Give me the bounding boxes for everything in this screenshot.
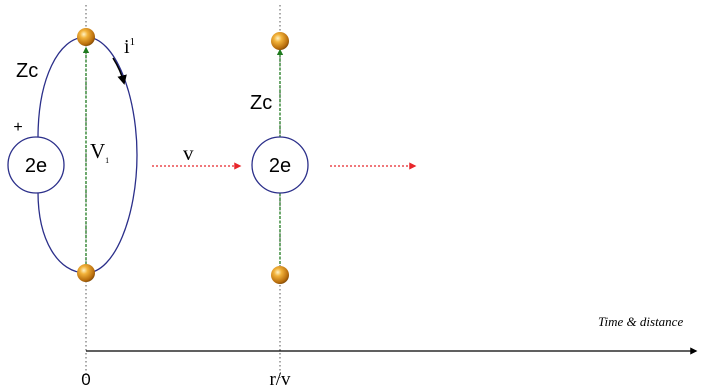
zc-left-label: Zc xyxy=(16,60,38,82)
loop-left-wire-lower xyxy=(38,192,86,273)
source-left-label: 2e xyxy=(25,155,47,177)
plus-sign: + xyxy=(13,119,22,136)
zc-right-label: Zc xyxy=(250,92,272,114)
axis-title: Time & distance xyxy=(598,314,683,329)
tick-label-origin: 0 xyxy=(81,370,90,389)
particle-top-right xyxy=(271,32,289,50)
particle-bottom-right xyxy=(271,266,289,284)
current-label: i1 xyxy=(124,36,135,58)
tick-label-rv: r/v xyxy=(269,369,291,390)
loop-left-wire xyxy=(38,37,86,138)
particle-top-left xyxy=(77,28,95,46)
voltage-label: V1 xyxy=(90,139,109,165)
source-right-label: 2e xyxy=(269,155,291,177)
velocity-label: v xyxy=(183,141,194,165)
particle-bottom-left xyxy=(77,264,95,282)
current-arrow xyxy=(113,58,124,83)
